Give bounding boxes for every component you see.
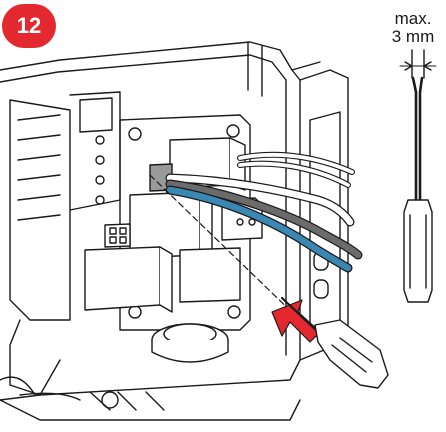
relay-blocks	[84, 137, 263, 313]
dimension-annotation-line2: 3 mm	[391, 27, 435, 46]
dimension-annotation-line1: max.	[394, 9, 432, 28]
insertion-arrow-icon	[271, 299, 321, 343]
step-number-badge: 12	[2, 4, 56, 48]
wires	[149, 151, 363, 321]
cable-gland	[151, 323, 229, 363]
dimension-annotation: max. 3 mm	[380, 10, 446, 46]
left-terminal-strip	[9, 91, 121, 396]
housing	[0, 41, 349, 421]
standalone-screwdriver-icon	[403, 76, 433, 303]
screwdriver-icon	[280, 296, 389, 389]
dimension-marker-icon	[399, 49, 437, 79]
housing-bottom-detail	[0, 376, 165, 411]
